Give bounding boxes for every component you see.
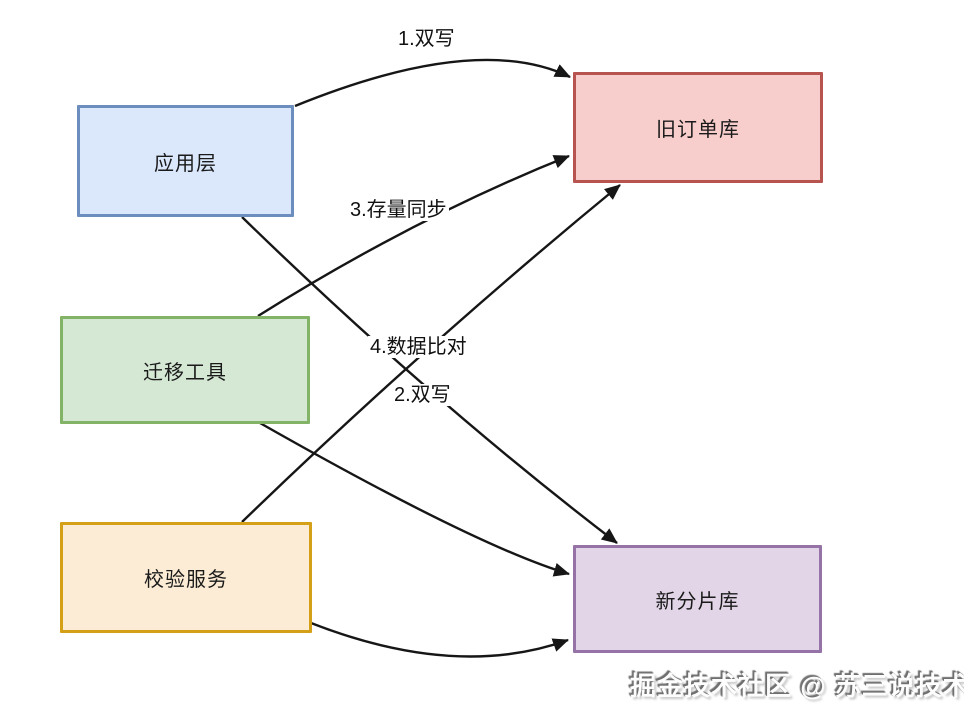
- edge-label-data-compare: 4.数据比对: [368, 336, 469, 358]
- edge-migration-to-old-db: [257, 154, 570, 318]
- node-validation-service-label: 校验服务: [144, 569, 228, 591]
- node-new-shard-db: 新分片库: [573, 545, 822, 653]
- edge-app-to-old-db: [294, 58, 571, 108]
- edge-label-double-write-2: 2.双写: [392, 384, 453, 406]
- node-application-layer-label: 应用层: [154, 152, 217, 175]
- watermark-text: 掘金技术社区 @ 苏三说技术: [630, 671, 964, 701]
- node-migration-tool-label: 迁移工具: [143, 361, 227, 384]
- node-migration-tool: 迁移工具: [60, 316, 310, 424]
- node-application-layer: 应用层: [77, 105, 294, 217]
- edge-label-stock-sync: 3.存量同步: [348, 199, 449, 221]
- edge-label-double-write-1: 1.双写: [396, 28, 457, 50]
- node-old-order-db: 旧订单库: [573, 72, 823, 183]
- edge-validation-to-new-db: [310, 621, 569, 658]
- node-new-shard-db-label: 新分片库: [655, 590, 740, 613]
- node-old-order-db-label: 旧订单库: [656, 119, 740, 141]
- node-validation-service: 校验服务: [60, 522, 312, 633]
